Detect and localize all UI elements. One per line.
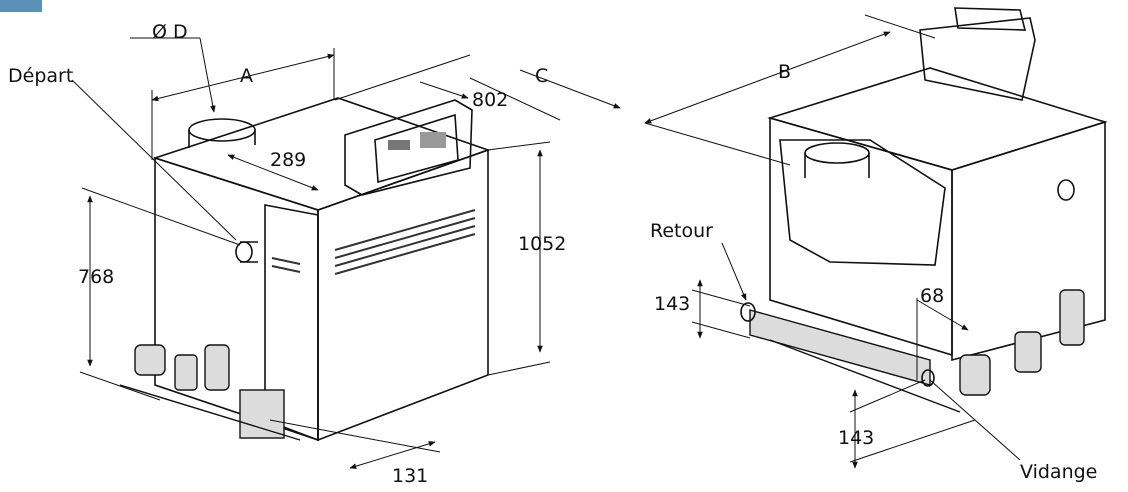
label-dim-143-top: 143	[654, 293, 690, 315]
left-door-strip	[264, 204, 319, 442]
label-vidange: Vidange	[1020, 461, 1097, 483]
label-dim-289: 289	[270, 149, 306, 171]
vidange-outlet	[921, 369, 935, 387]
right-dimension-lines	[644, 14, 1021, 469]
left-boiler	[119, 97, 491, 442]
left-vent-slots	[271, 209, 476, 275]
right-flue-collar	[804, 142, 870, 164]
label-dim-802: 802	[472, 89, 508, 111]
left-side-face	[154, 156, 319, 442]
left-top-face	[152, 97, 491, 211]
left-dimension-lines	[71, 37, 621, 469]
right-side-panel	[951, 120, 1106, 362]
right-boiler	[740, 7, 1108, 413]
label-dim-68: 68	[920, 285, 944, 307]
label-depart: Départ	[8, 65, 73, 87]
label-dim-a: A	[240, 65, 253, 87]
left-flue-collar	[188, 118, 256, 142]
label-diameter-d: Ø D	[152, 21, 188, 43]
right-back-face	[769, 116, 953, 357]
right-flue-hood	[779, 139, 946, 266]
label-dim-143-bottom: 143	[838, 427, 874, 449]
label-dim-b: B	[778, 61, 791, 83]
label-dim-131: 131	[392, 465, 428, 487]
label-dim-768: 768	[78, 266, 114, 288]
left-front-panel	[317, 148, 489, 442]
right-side-pipe	[1057, 179, 1075, 201]
right-base-rail	[749, 289, 1085, 413]
label-dim-c: C	[535, 65, 548, 87]
label-dim-1052: 1052	[518, 233, 566, 255]
left-control-box	[344, 99, 473, 196]
retour-pipe	[740, 302, 756, 322]
label-retour: Retour	[650, 220, 713, 242]
corner-accent-mark	[0, 0, 42, 12]
left-base-valves	[119, 344, 301, 441]
right-control-box	[919, 7, 1036, 101]
depart-pipe	[235, 241, 258, 263]
